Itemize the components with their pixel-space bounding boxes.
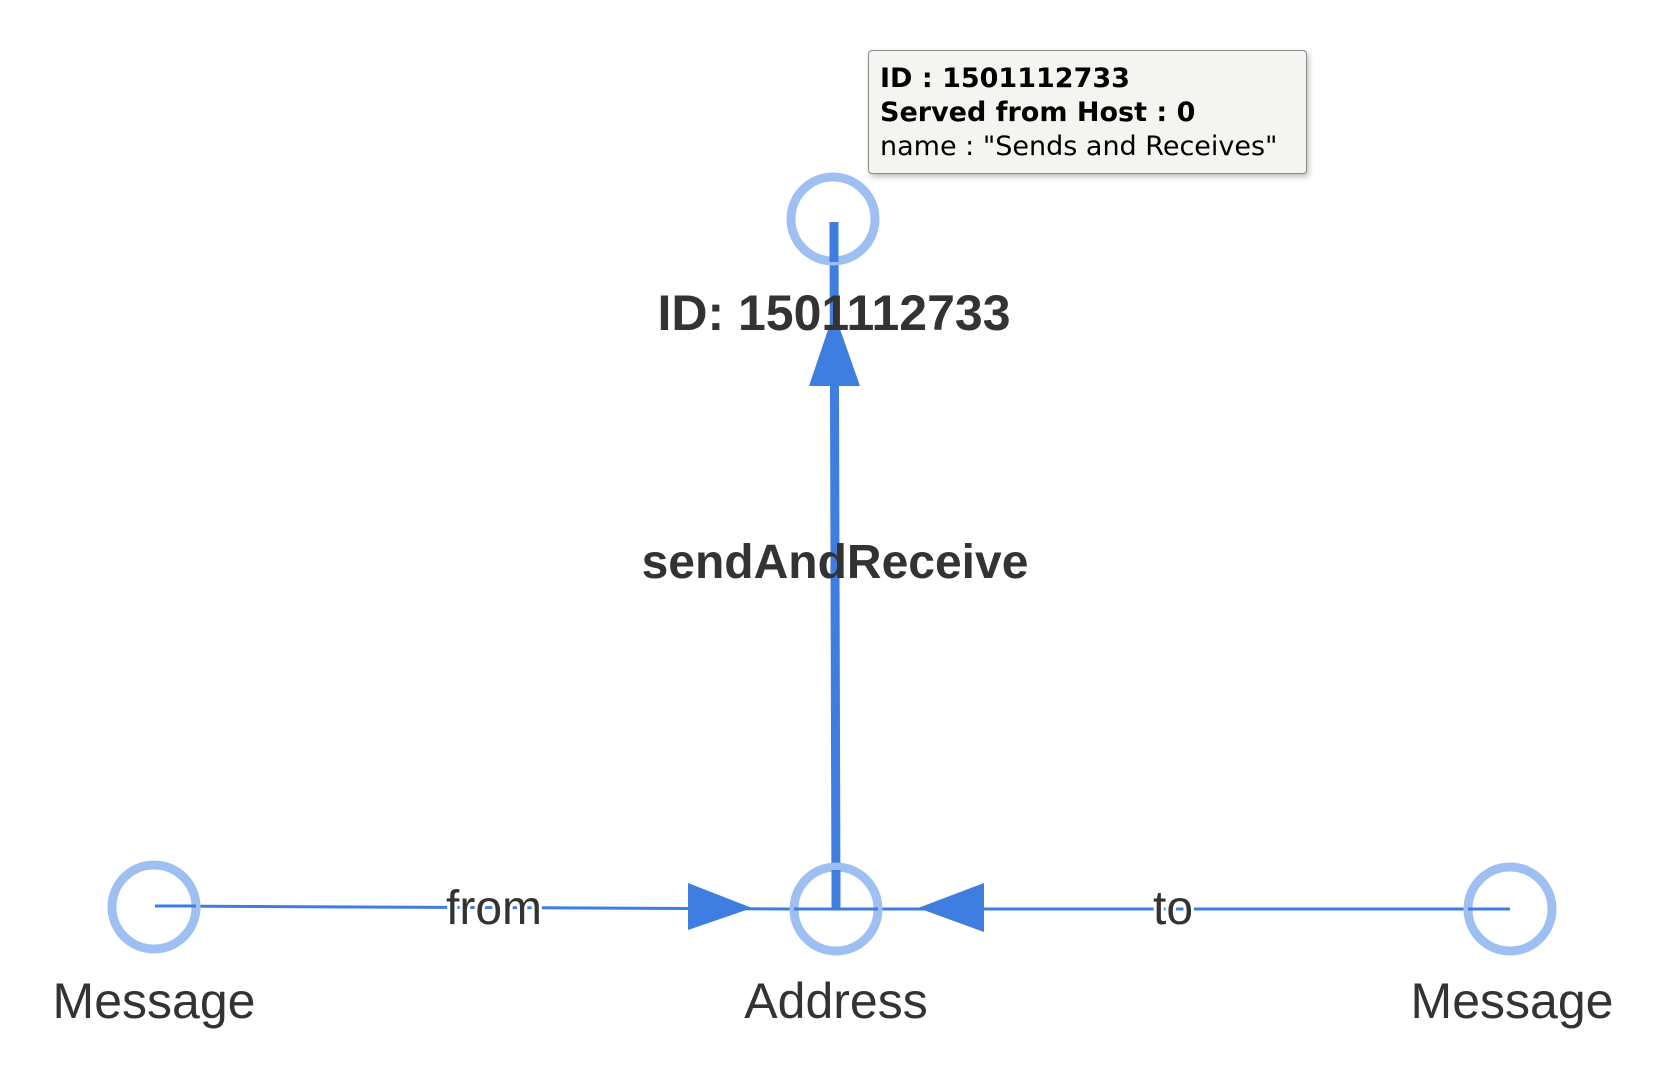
tooltip-host-key: Served from Host : — [880, 97, 1177, 128]
edge-sendandreceive[interactable] — [809, 221, 860, 909]
edge-sendandreceive-arrowhead — [809, 312, 860, 386]
tooltip-name-row: name : "Sends and Receives" — [880, 131, 1278, 162]
edge-from-label: from — [446, 882, 542, 935]
edge-to-label: to — [1153, 882, 1193, 935]
node-message-left-label: Message — [53, 973, 256, 1029]
edge-from[interactable] — [154, 883, 791, 930]
edge-to[interactable] — [880, 883, 1510, 932]
tooltip-host-row: Served from Host : 0 — [880, 96, 1296, 130]
edge-to-arrowhead — [918, 883, 984, 932]
tooltip-host-value: 0 — [1176, 97, 1196, 128]
tooltip-id-row: ID : 1501112733 — [880, 62, 1296, 96]
node-tooltip: ID : 1501112733 Served from Host : 0 nam… — [868, 50, 1307, 174]
edge-sendandreceive-label: sendAndReceive — [642, 536, 1029, 589]
node-address-label: Address — [744, 973, 927, 1029]
tooltip-id-value: 1501112733 — [942, 63, 1130, 94]
edge-from-line[interactable] — [154, 904, 791, 911]
node-message-right-label: Message — [1411, 973, 1614, 1029]
tooltip-id-key: ID : — [880, 63, 943, 94]
node-top-label: ID: 1501112733 — [657, 285, 1010, 341]
edge-from-arrowhead — [688, 883, 752, 930]
